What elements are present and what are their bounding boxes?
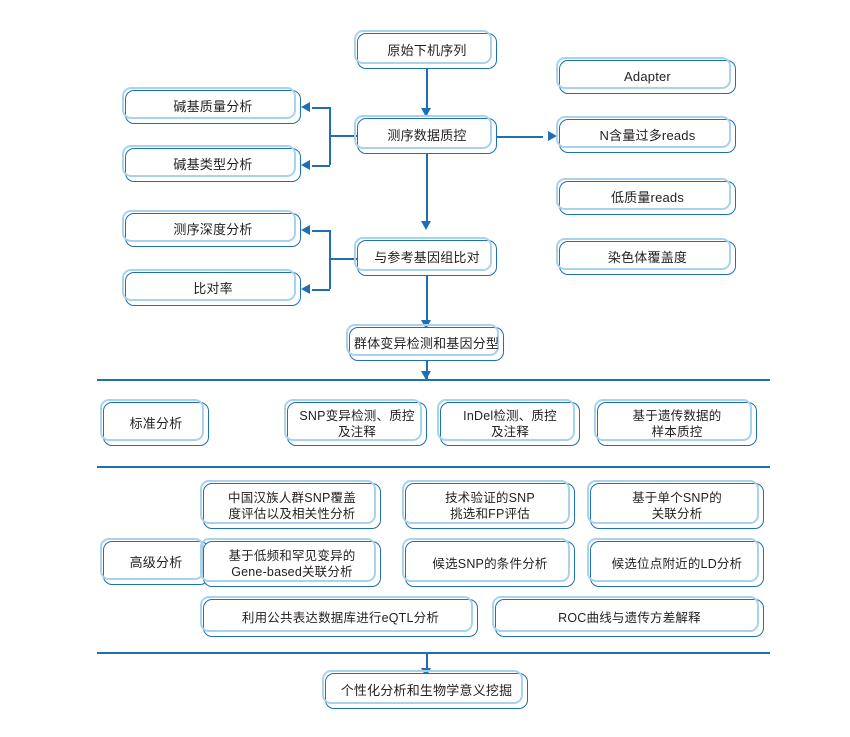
connector-qc-left-stem xyxy=(329,135,357,137)
connector-qc-to-base-quality xyxy=(312,107,330,109)
node-sequencing-qc[interactable]: 测序数据质控 xyxy=(354,115,497,154)
node-low-quality-reads[interactable]: 低质量reads xyxy=(556,178,736,215)
node-indel-detection-qc-annotation[interactable]: InDel检测、质控 及注释 xyxy=(437,399,580,446)
arrowhead-qc-to-align xyxy=(421,221,431,230)
node-adapter[interactable]: Adapter xyxy=(556,57,736,94)
node-han-chinese-snp-coverage[interactable]: 中国汉族人群SNP覆盖 度评估以及相关性分析 xyxy=(200,480,381,529)
node-gene-based-association[interactable]: 基于低频和罕见变异的 Gene-based关联分析 xyxy=(200,538,381,587)
connector-qc-to-n-reads xyxy=(497,136,543,138)
node-base-quality-analysis[interactable]: 碱基质量分析 xyxy=(122,87,301,124)
node-high-n-reads[interactable]: N含量过多reads xyxy=(556,116,736,153)
connector-align-to-rate xyxy=(312,289,330,291)
node-sequencing-depth-analysis[interactable]: 测序深度分析 xyxy=(122,210,301,247)
node-personalized-analysis[interactable]: 个性化分析和生物学意义挖掘 xyxy=(322,670,528,709)
node-base-type-analysis[interactable]: 碱基类型分析 xyxy=(122,145,301,182)
node-ld-analysis-near-loci[interactable]: 候选位点附近的LD分析 xyxy=(587,538,764,587)
arrowhead-qc-to-base-type xyxy=(301,160,310,170)
node-single-snp-association[interactable]: 基于单个SNP的 关联分析 xyxy=(587,480,764,529)
arrowhead-align-to-depth xyxy=(301,225,310,235)
divider-final-top xyxy=(97,652,770,654)
connector-to-final xyxy=(426,652,428,674)
arrowhead-align-to-rate xyxy=(301,284,310,294)
connector-qc-left-spine xyxy=(329,107,331,165)
label-advanced-analysis[interactable]: 高级分析 xyxy=(100,538,209,585)
node-genetic-data-sample-qc[interactable]: 基于遗传数据的 样本质控 xyxy=(594,399,757,446)
connector-qc-to-base-type xyxy=(312,165,330,167)
arrowhead-qc-to-n-reads xyxy=(548,131,557,141)
divider-standard-top xyxy=(97,379,770,381)
connector-align-left-spine xyxy=(329,230,331,289)
connector-align-to-variant xyxy=(426,276,428,323)
node-reference-alignment[interactable]: 与参考基因组比对 xyxy=(354,237,497,276)
node-alignment-rate[interactable]: 比对率 xyxy=(122,269,301,306)
node-chromosome-coverage[interactable]: 染色体覆盖度 xyxy=(556,238,736,275)
connector-variant-to-standard xyxy=(426,361,428,379)
connector-raw-to-qc xyxy=(426,69,428,111)
arrowhead-variant-to-standard xyxy=(421,371,431,380)
arrowhead-qc-to-base-quality xyxy=(301,102,310,112)
node-eqtl-public-expression-db[interactable]: 利用公共表达数据库进行eQTL分析 xyxy=(200,596,478,637)
node-candidate-snp-conditional[interactable]: 候选SNP的条件分析 xyxy=(402,538,575,587)
arrowhead-raw-to-qc xyxy=(421,108,431,117)
divider-advanced-top xyxy=(97,466,770,468)
connector-align-to-depth xyxy=(312,230,330,232)
node-snp-detection-qc-annotation[interactable]: SNP变异检测、质控 及注释 xyxy=(284,399,427,446)
node-variant-calling-genotyping[interactable]: 群体变异检测和基因分型 xyxy=(346,324,504,361)
node-technical-validation-snp[interactable]: 技术验证的SNP 挑选和FP评估 xyxy=(402,480,575,529)
arrowhead-to-final xyxy=(421,668,431,677)
connector-align-left-stem xyxy=(329,258,357,260)
node-roc-genetic-variance[interactable]: ROC曲线与遗传方差解释 xyxy=(492,596,764,637)
connector-qc-to-align xyxy=(426,154,428,224)
node-raw-sequence[interactable]: 原始下机序列 xyxy=(354,30,497,69)
label-standard-analysis[interactable]: 标准分析 xyxy=(100,399,209,446)
